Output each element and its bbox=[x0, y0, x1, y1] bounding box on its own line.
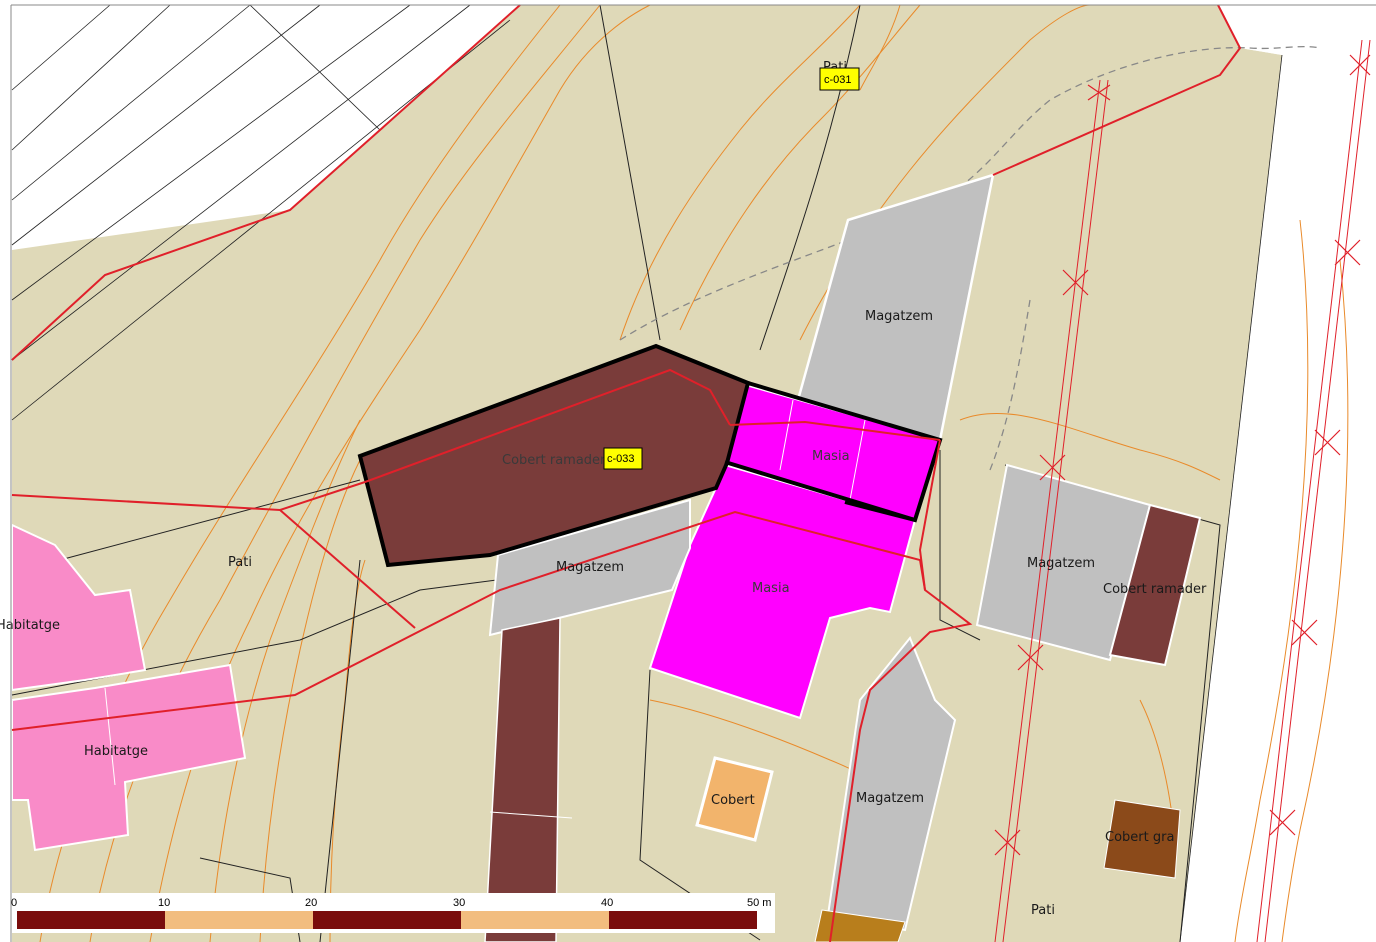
magatzem-right[interactable] bbox=[975, 463, 1152, 662]
masia-lower[interactable] bbox=[648, 463, 917, 720]
scale-bar: 0 10 20 30 40 50 m bbox=[11, 893, 775, 933]
scale-segment-3 bbox=[313, 911, 461, 929]
cobert-gran-strip[interactable] bbox=[814, 909, 906, 942]
label-magatzem-right: Magatzem bbox=[1027, 556, 1095, 571]
label-cobert-ramader-right: Cobert ramader bbox=[1103, 582, 1207, 597]
scale-tick-30: 30 bbox=[453, 897, 465, 909]
cobert-ramader-right[interactable] bbox=[1108, 503, 1202, 667]
label-magatzem-middle: Magatzem bbox=[556, 560, 624, 575]
road-right bbox=[1180, 5, 1376, 942]
label-pati-bottom: Pati bbox=[1031, 903, 1055, 918]
field-top-left bbox=[12, 5, 520, 250]
power-line-2 bbox=[1256, 39, 1371, 942]
label-magatzem-bottom: Magatzem bbox=[856, 791, 924, 806]
power-line-1 bbox=[994, 79, 1109, 942]
scale-tick-10: 10 bbox=[158, 897, 170, 909]
cadastral-boundaries bbox=[11, 4, 1242, 942]
cobert-ramader-main[interactable] bbox=[357, 343, 751, 568]
magatzem-bottom[interactable] bbox=[826, 636, 957, 932]
scale-segment-5 bbox=[609, 911, 757, 929]
strip-cobert-south[interactable] bbox=[484, 617, 561, 942]
power-line-crosses bbox=[994, 54, 1371, 856]
habitatge-bottom-divider bbox=[104, 687, 116, 786]
label-magatzem-top: Magatzem bbox=[865, 309, 933, 324]
scale-tick-0: 0 bbox=[11, 897, 17, 909]
cobert-small[interactable] bbox=[695, 756, 774, 842]
label-cobert: Cobert bbox=[711, 793, 755, 808]
magatzem-middle[interactable] bbox=[488, 498, 691, 637]
scale-segment-1 bbox=[17, 911, 165, 929]
dashed-track-2 bbox=[989, 299, 1031, 471]
label-masia-lower: Masia bbox=[752, 581, 790, 596]
strip-cobert-south-divider bbox=[489, 811, 573, 819]
scale-segment-2 bbox=[165, 911, 313, 929]
svg-text:c-033: c-033 bbox=[607, 453, 635, 465]
scale-tick-40: 40 bbox=[601, 897, 613, 909]
label-masia-upper: Masia bbox=[812, 449, 850, 464]
habitatge-left[interactable] bbox=[11, 523, 147, 692]
masia-upper-divider-a bbox=[779, 399, 794, 471]
dashed-track bbox=[619, 45, 1321, 341]
masia-upper-divider-b bbox=[849, 419, 866, 501]
scale-tick-20: 20 bbox=[305, 897, 317, 909]
selection-outline bbox=[724, 381, 943, 523]
scale-tick-50: 50 m bbox=[747, 897, 771, 909]
label-cobert-gran: Cobert gra bbox=[1105, 830, 1174, 845]
label-cobert-ramader-main: Cobert ramader bbox=[502, 453, 606, 468]
scale-segment-4 bbox=[461, 911, 609, 929]
label-habitatge-left: Habitatge bbox=[0, 618, 60, 633]
cobert-gran-right[interactable] bbox=[1103, 799, 1181, 879]
label-habitatge-bottom: Habitatge bbox=[84, 744, 148, 759]
habitatge-bottom[interactable] bbox=[11, 663, 247, 852]
parcel-tag-top[interactable]: c-031 bbox=[819, 67, 860, 91]
svg-text:c-031: c-031 bbox=[824, 74, 852, 86]
label-pati-left: Pati bbox=[228, 555, 252, 570]
parcel-tag-center[interactable]: c-033 bbox=[603, 447, 643, 470]
